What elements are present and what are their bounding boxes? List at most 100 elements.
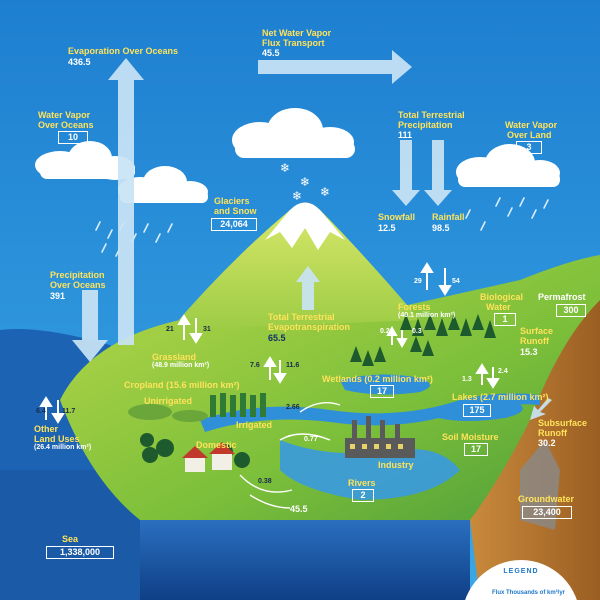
wetland-a-value: 0.2 (380, 328, 390, 335)
rivers-label: Rivers (348, 478, 376, 488)
subsurface-label-2: Runoff (538, 428, 567, 438)
svg-text:❄: ❄ (300, 175, 310, 189)
rivers-flow-value: 45.5 (290, 504, 308, 514)
permafrost-label: Permafrost (538, 292, 586, 302)
svg-text:❄: ❄ (280, 161, 290, 175)
soil-column (470, 260, 600, 600)
net-vapor-value: 45.5 (262, 48, 280, 58)
surface-runoff-value: 15.3 (520, 347, 538, 357)
glaciers-value: 24,064 (211, 218, 257, 231)
snowfall-value: 12.5 (378, 223, 396, 233)
soil-moisture-label: Soil Moisture (442, 432, 499, 442)
crop-rows (128, 393, 266, 422)
cloud-icon (232, 108, 355, 158)
evapotrans-label-1: Total Terrestrial (268, 312, 335, 322)
bio-water-label-2: Water (486, 302, 511, 312)
irrigated-label: Irrigated (236, 420, 273, 430)
forests-down-value: 54 (452, 278, 460, 285)
subsurface-label-1: Subsurface (538, 418, 588, 428)
terr-precip-value: 111 (398, 130, 413, 140)
tree-icon (140, 314, 496, 468)
vapor-oceans-label-1: Water Vapor (38, 110, 91, 120)
legend-text: Flux Thousands of km³/yr (492, 590, 566, 596)
precip-ocean-arrow (72, 290, 108, 362)
permafrost-value: 300 (556, 304, 586, 317)
vapor-oceans-value: 10 (58, 131, 88, 144)
rainfall-label: Rainfall (432, 212, 465, 222)
glaciers-label-1: Glaciers (214, 196, 250, 206)
soil-moisture-value: 17 (464, 443, 488, 456)
forests-label: Forests (398, 302, 431, 312)
forests-up-value: 29 (414, 278, 422, 285)
small-flux-arrows (39, 262, 500, 424)
svg-text:❄: ❄ (320, 185, 330, 199)
lake-river (200, 393, 540, 432)
other-land-label-1: Other (34, 424, 59, 434)
irrigated-flow-value: 2.66 (286, 404, 300, 411)
wetland-b-value: 0.3 (412, 328, 422, 335)
vapor-oceans-label-2: Over Oceans (38, 120, 94, 130)
terr-precip-label-1: Total Terrestrial (398, 110, 465, 120)
crop-down-value: 11.6 (286, 362, 300, 369)
vapor-land-value: 3 (516, 141, 542, 154)
wetlands-value: 17 (370, 385, 394, 398)
lakes-down-value: 2.4 (498, 368, 508, 375)
grass-up-value: 21 (166, 326, 174, 333)
precip-oceans-label-2: Over Oceans (50, 280, 106, 290)
groundwater-value: 23,400 (522, 506, 572, 519)
evap-oceans-label: Evaporation Over Oceans (68, 46, 179, 56)
evaporation-arrow (108, 58, 144, 345)
wetlands-label: Wetlands (0.2 million km²) (322, 374, 433, 384)
forests-area: (40.1 million km²) (398, 312, 456, 319)
evapotranspiration-arrow (296, 266, 320, 310)
lakes-value: 175 (463, 404, 491, 417)
terr-precip-label-2: Precipitation (398, 120, 453, 130)
wetland-water (340, 374, 430, 395)
precip-oceans-value: 391 (50, 291, 66, 301)
svg-text:❄: ❄ (292, 189, 302, 203)
surface-runoff-label-2: Runoff (520, 336, 549, 346)
subsurface-arrow (530, 398, 552, 420)
net-vapor-label-1: Net Water Vapor (262, 28, 332, 38)
net-vapor-arrow (258, 50, 412, 84)
house-icon (182, 442, 235, 472)
cropland-label: Cropland (15.6 million km²) (124, 380, 240, 390)
evap-oceans-value: 436.5 (68, 57, 91, 67)
bio-water-label-1: Biological (480, 292, 524, 302)
domestic-label: Domestic (196, 440, 237, 450)
groundwater-label: Groundwater (518, 494, 575, 504)
snow-cap (265, 202, 345, 250)
grass-down-value: 31 (203, 326, 211, 333)
vapor-land-label-2: Over Land (507, 130, 552, 140)
sea-label: Sea (62, 534, 79, 544)
grassland-label: Grassland (152, 352, 197, 362)
lakes-label: Lakes (2.7 million km²) (452, 392, 549, 402)
lakes-up-value: 1.3 (462, 376, 472, 383)
factory-icon (345, 416, 415, 458)
snowfall-label: Snowfall (378, 212, 416, 222)
subsurface-value: 30.2 (538, 438, 556, 448)
other-land-label-2: Land Uses (34, 434, 80, 444)
domestic-flow-value: 0.38 (258, 478, 272, 485)
flux-arrows (72, 50, 552, 420)
sea-value: 1,338,000 (46, 546, 114, 559)
other-land-area: (26.4 million km²) (34, 444, 92, 451)
rainfall-value: 98.5 (432, 223, 450, 233)
surface-runoff-label-1: Surface (520, 326, 554, 336)
other-down-value: 11.7 (62, 408, 76, 415)
sea-block (140, 520, 470, 600)
other-up-value: 6.4 (36, 408, 46, 415)
curved-flow-arrows (239, 402, 341, 509)
lake-water (435, 401, 523, 421)
sea-block-left (0, 470, 140, 600)
crop-up-value: 7.6 (250, 362, 260, 369)
cloud-icon (456, 144, 560, 187)
industry-label: Industry (378, 460, 414, 470)
evapotrans-label-2: Evapotranspiration (268, 322, 351, 332)
grassland-area: (48.9 million km²) (152, 362, 210, 369)
evapotrans-value: 65.5 (268, 333, 286, 343)
vapor-land-label-1: Water Vapor (505, 120, 558, 130)
glaciers-label-2: and Snow (214, 206, 257, 216)
